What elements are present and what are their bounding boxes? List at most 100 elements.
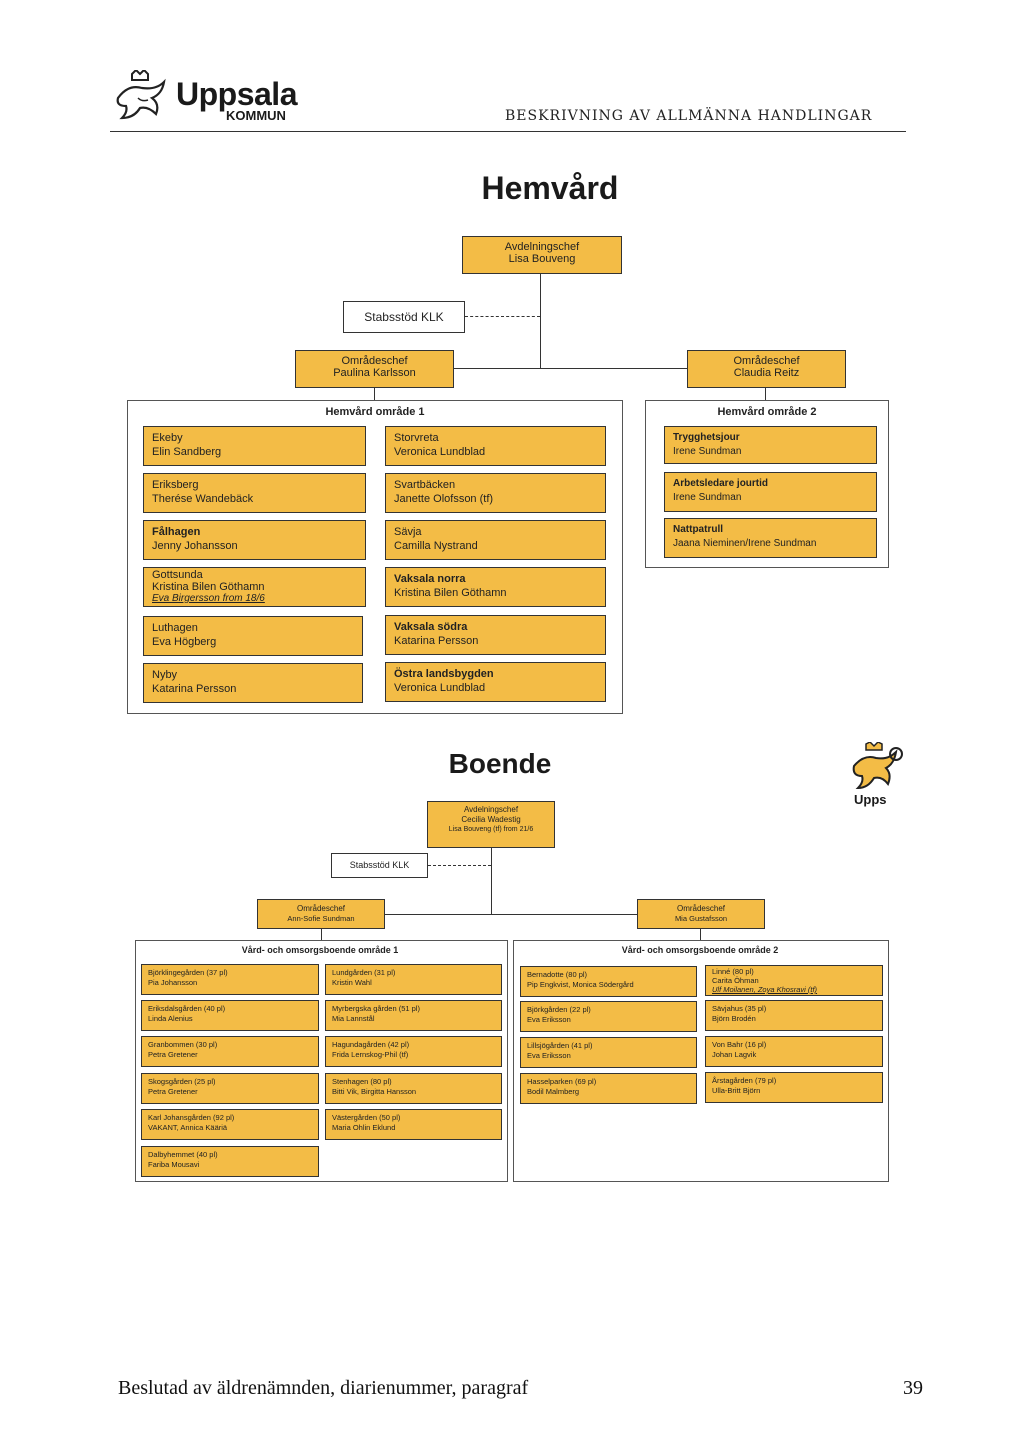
manager-name: Pip Engkvist, Monica Södergård: [527, 980, 634, 989]
unit-name: Fålhagen: [152, 526, 201, 538]
connector: [454, 368, 687, 369]
area-chief-name: Paulina Karlsson: [333, 367, 416, 379]
unit-box: Lillsjögården (41 pl) Eva Eriksson: [520, 1037, 697, 1068]
manager-name: Bitti Vik, Birgitta Hansson: [332, 1087, 417, 1096]
unit-box: Luthagen Eva Högberg: [143, 616, 363, 656]
unit-box: Karl Johansgården (92 pl) VAKANT, Annica…: [141, 1109, 319, 1140]
boende-chief-box: Avdelningschef Cecilia Wadestig Lisa Bou…: [427, 801, 555, 848]
manager-name: Pia Johansson: [148, 978, 198, 987]
manager-name: Fariba Mousavi: [148, 1160, 200, 1169]
connector: [385, 914, 637, 915]
area-chief-role: Områdeschef: [733, 355, 800, 367]
unit-box: Östra landsbygden Veronica Lundblad: [385, 662, 606, 702]
unit-box: Granbommen (30 pl) Petra Gretener: [141, 1036, 319, 1067]
area-chief-role: Områdeschef: [676, 904, 726, 913]
manager-name: Janette Olofsson (tf): [394, 493, 494, 505]
area-chief-role: Områdeschef: [296, 904, 346, 913]
connector-dashed: [465, 316, 540, 317]
boende-area1-chief-box: Områdeschef Ann-Sofie Sundman: [257, 899, 385, 929]
unit-box: Vaksala södra Katarina Persson: [385, 615, 606, 655]
manager-name: Eva Eriksson: [527, 1015, 571, 1024]
manager-name: Frida Lernskog-Phil (tf): [332, 1050, 409, 1059]
side-logo-text: Upps: [854, 792, 887, 807]
manager-name: Elin Sandberg: [152, 446, 222, 458]
hemvard-area1-frame: [127, 400, 623, 714]
unit-name: Arbetsledare jourtid: [673, 478, 769, 489]
unit-name: Eriksdalsgården (40 pl): [148, 1004, 226, 1013]
chief-role: Avdelningschef: [463, 805, 519, 814]
unit-name: Storvreta: [394, 432, 439, 444]
unit-name: Vaksala södra: [394, 621, 468, 633]
manager-name: VAKANT, Annica Kääriä: [148, 1123, 228, 1132]
page-header: Uppsala KOMMUN BESKRIVNING AV ALLMÄNNA H…: [110, 70, 906, 134]
uppsala-lion-logo-icon: [852, 742, 903, 790]
manager-name: Jaana Nieminen/Irene Sundman: [673, 538, 817, 549]
unit-name: Granbommen (30 pl): [148, 1040, 218, 1049]
manager-name: Therése Wandebäck: [152, 493, 254, 505]
unit-name: Hasselparken (69 pl): [527, 1077, 597, 1086]
unit-box: Skogsgården (25 pl) Petra Gretener: [141, 1073, 319, 1104]
manager-name: Björn Brodén: [712, 1014, 756, 1023]
connector: [540, 274, 541, 368]
unit-name: Karl Johansgården (92 pl): [148, 1113, 235, 1122]
boende-area1-frame: [135, 940, 508, 1182]
boende-area2-frame: [513, 940, 889, 1182]
unit-name: Nyby: [152, 669, 178, 681]
manager-name: Kristina Bilen Göthamn: [152, 581, 265, 593]
staff-label: Stabsstöd KLK: [364, 310, 444, 324]
unit-box: Gottsunda Kristina Bilen Göthamn Eva Bir…: [143, 567, 366, 607]
logo-wordmark: Uppsala: [176, 76, 297, 112]
chief-name: Lisa Bouveng: [508, 253, 576, 265]
connector: [700, 929, 701, 940]
unit-box: Nattpatrull Jaana Nieminen/Irene Sundman: [664, 518, 877, 558]
unit-box: Västergården (50 pl) Maria Ohlin Eklund: [325, 1109, 502, 1140]
unit-box: Nyby Katarina Persson: [143, 663, 363, 703]
unit-name: Östra landsbygden: [394, 668, 494, 680]
hemvard-chief-box: Avdelningschef Lisa Bouveng: [462, 236, 622, 274]
manager-name: Johan Lagvik: [712, 1050, 757, 1059]
unit-name: Lillsjögården (41 pl): [527, 1041, 593, 1050]
unit-box: Eriksberg Therése Wandebäck: [143, 473, 366, 513]
manager-extra: Ulf Moilanen, Zoya Khosravi (tf): [712, 985, 818, 994]
unit-box: Linné (80 pl) Carita Öhman Ulf Moilanen,…: [705, 965, 883, 996]
unit-box: Fålhagen Jenny Johansson: [143, 520, 366, 560]
connector: [321, 929, 322, 940]
unit-name: Von Bahr (16 pl): [712, 1040, 767, 1049]
area-chief-name: Mia Gustafsson: [674, 914, 728, 923]
unit-name: Eriksberg: [152, 479, 199, 491]
unit-name: Luthagen: [152, 622, 198, 634]
manager-name: Petra Gretener: [148, 1050, 198, 1059]
unit-name: Linné (80 pl): [712, 967, 754, 976]
area-chief-name: Ann-Sofie Sundman: [287, 914, 355, 923]
hemvard-area2-chief-box: Områdeschef Claudia Reitz: [687, 350, 846, 388]
unit-name: Björkgården (22 pl): [527, 1005, 591, 1014]
manager-name: Linda Alenius: [148, 1014, 193, 1023]
unit-box: Sävja Camilla Nystrand: [385, 520, 606, 560]
boende-area2-title: Vård- och omsorgsboende område 2: [621, 945, 779, 955]
manager-name: Bodil Malmberg: [527, 1087, 580, 1096]
unit-box: Hagundagården (42 pl) Frida Lernskog-Phi…: [325, 1036, 502, 1067]
hemvard-area2-title: Hemvård område 2: [717, 406, 817, 418]
unit-name: Skogsgården (25 pl): [148, 1077, 216, 1086]
boende-heading: Boende: [448, 748, 552, 779]
boende-area2-chief-box: Områdeschef Mia Gustafsson: [637, 899, 765, 929]
unit-box: Sävjahus (35 pl) Björn Brodén: [705, 1000, 883, 1031]
connector: [491, 848, 492, 914]
connector: [765, 387, 766, 400]
manager-name: Petra Gretener: [148, 1087, 198, 1096]
unit-box: Vaksala norra Kristina Bilen Göthamn: [385, 567, 606, 607]
unit-name: Årstagården (79 pl): [712, 1076, 777, 1085]
footer-text: Beslutad av äldrenämnden, diarienummer, …: [118, 1377, 529, 1399]
manager-name: Irene Sundman: [673, 446, 742, 457]
logo-subtitle: KOMMUN: [226, 108, 286, 123]
manager-name: Maria Ohlin Eklund: [332, 1123, 396, 1132]
chief-role: Avdelningschef: [504, 241, 580, 253]
unit-name: Vaksala norra: [394, 573, 466, 585]
unit-name: Hagundagården (42 pl): [332, 1040, 410, 1049]
unit-box: Trygghetsjour Irene Sundman: [664, 426, 877, 464]
unit-box: Arbetsledare jourtid Irene Sundman: [664, 472, 877, 512]
manager-name: Eva Högberg: [152, 636, 217, 648]
boende-side-logo: Upps: [848, 742, 904, 818]
manager-extra: Eva Birgersson from 18/6: [152, 593, 265, 604]
page-number: 39: [903, 1377, 923, 1399]
